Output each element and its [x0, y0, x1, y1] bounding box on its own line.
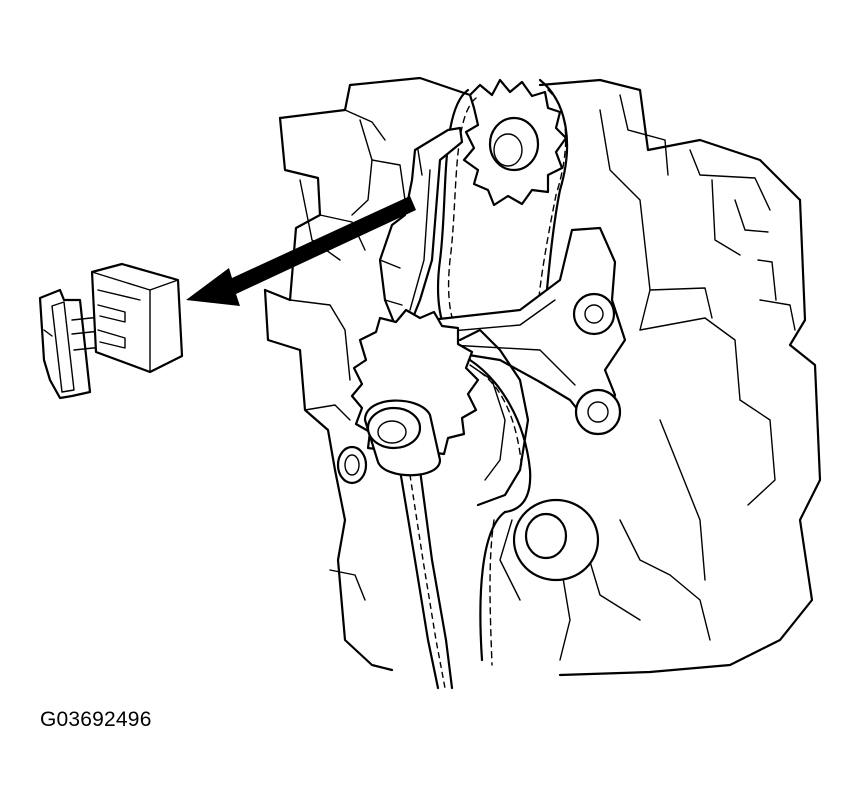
figure-code: G03692496 — [40, 708, 152, 731]
lower-sprocket — [350, 308, 530, 507]
removed-stopper-part — [38, 262, 184, 400]
engine-block-outline — [263, 76, 822, 677]
chain-tensioner-arm — [378, 126, 464, 332]
bolt-hole-lower-left — [336, 445, 368, 485]
lower-idler-pulley — [499, 498, 600, 601]
tensioner-bracket — [428, 226, 627, 436]
removal-arrow — [186, 196, 416, 306]
timing-chain — [398, 78, 569, 690]
upper-sprocket — [462, 78, 568, 207]
